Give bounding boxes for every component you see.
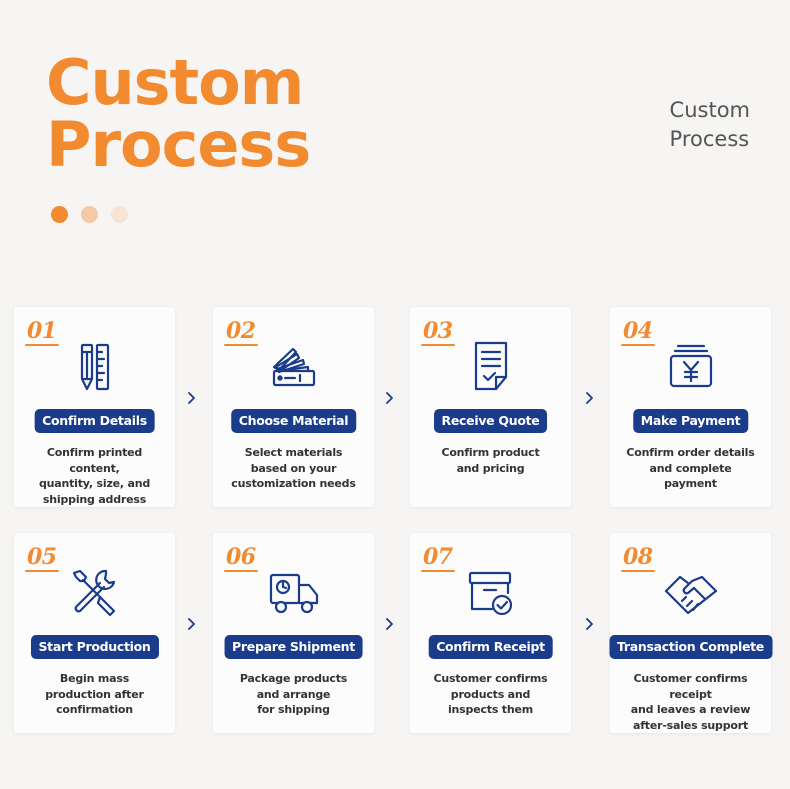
step-label: Confirm Details <box>34 409 155 433</box>
chevron-right-icon <box>584 391 596 405</box>
chevron-right-icon <box>186 617 198 631</box>
step-number: 06 <box>226 544 256 570</box>
side-title-line-2: Process <box>669 127 750 151</box>
pencil-ruler-icon <box>66 337 124 395</box>
dot-2 <box>81 206 98 223</box>
step-number: 04 <box>623 318 653 344</box>
main-title-line-2: Process <box>46 108 311 181</box>
chevron-right-icon <box>584 617 596 631</box>
step-number-underline <box>25 570 59 572</box>
step-label: Start Production <box>30 635 159 659</box>
main-title: Custom Process <box>46 46 311 181</box>
dot-1 <box>51 206 68 223</box>
step-number-underline <box>621 344 655 346</box>
wrench-screwdriver-icon <box>66 563 124 621</box>
step-description: Begin mass production after confirmation <box>45 672 144 716</box>
main-title-line-1: Custom <box>46 46 304 119</box>
step-number-underline <box>421 570 455 572</box>
step-label: Receive Quote <box>433 409 548 433</box>
step-number-underline <box>621 570 655 572</box>
chevron-right-icon <box>186 391 198 405</box>
handshake-icon <box>662 563 720 621</box>
step-card-08: 08 Transaction Complete Customer confirm… <box>609 533 772 733</box>
step-card-02: 02 Choose Material Select materials base… <box>213 307 374 507</box>
color-swatch-icon <box>265 337 323 395</box>
yen-cash-icon <box>662 337 720 395</box>
side-title: Custom Process <box>670 96 750 154</box>
chevron-right-icon <box>384 391 396 405</box>
step-description: Package products and arrange for shippin… <box>239 672 348 716</box>
step-description: Select materials based on your customiza… <box>231 446 356 490</box>
step-card-03: 03 Receive Quote Confirm product and pri… <box>410 307 571 507</box>
decorative-dots <box>51 206 128 223</box>
step-number: 03 <box>423 318 453 344</box>
step-card-06: 06 Prepare Shipment Package products and… <box>213 533 374 733</box>
step-card-07: 07 Confirm Receipt Customer confirms pro… <box>410 533 571 733</box>
step-number: 01 <box>27 318 57 344</box>
step-label: Prepare Shipment <box>224 635 363 659</box>
step-number: 05 <box>27 544 57 570</box>
step-number-underline <box>224 570 258 572</box>
side-title-line-1: Custom <box>669 98 750 122</box>
step-card-04: 04 Make Payment Confirm order details an… <box>610 307 771 507</box>
step-label: Make Payment <box>632 409 749 433</box>
quote-document-icon <box>462 337 520 395</box>
step-number: 02 <box>226 318 256 344</box>
delivery-truck-icon <box>265 563 323 621</box>
step-description: Customer confirms receipt and leaves a r… <box>630 672 751 732</box>
step-description: Confirm printed content, quantity, size,… <box>38 446 151 506</box>
box-check-icon <box>462 563 520 621</box>
step-card-01: 01 Confirm Details Confirm printed conte… <box>14 307 175 507</box>
dot-3 <box>111 206 128 223</box>
step-description: Confirm order details and complete payme… <box>626 446 755 490</box>
step-label: Choose Material <box>230 409 357 433</box>
chevron-right-icon <box>384 617 396 631</box>
step-label: Transaction Complete <box>609 635 772 659</box>
step-label: Confirm Receipt <box>428 635 553 659</box>
step-card-05: 05 Start Production Begin mass productio… <box>14 533 175 733</box>
step-description: Customer confirms products and inspects … <box>433 672 548 716</box>
step-number-underline <box>25 344 59 346</box>
step-number-underline <box>224 344 258 346</box>
step-description: Confirm product and pricing <box>441 446 540 475</box>
step-number-underline <box>421 344 455 346</box>
step-number: 07 <box>423 544 453 570</box>
step-number: 08 <box>623 544 653 570</box>
